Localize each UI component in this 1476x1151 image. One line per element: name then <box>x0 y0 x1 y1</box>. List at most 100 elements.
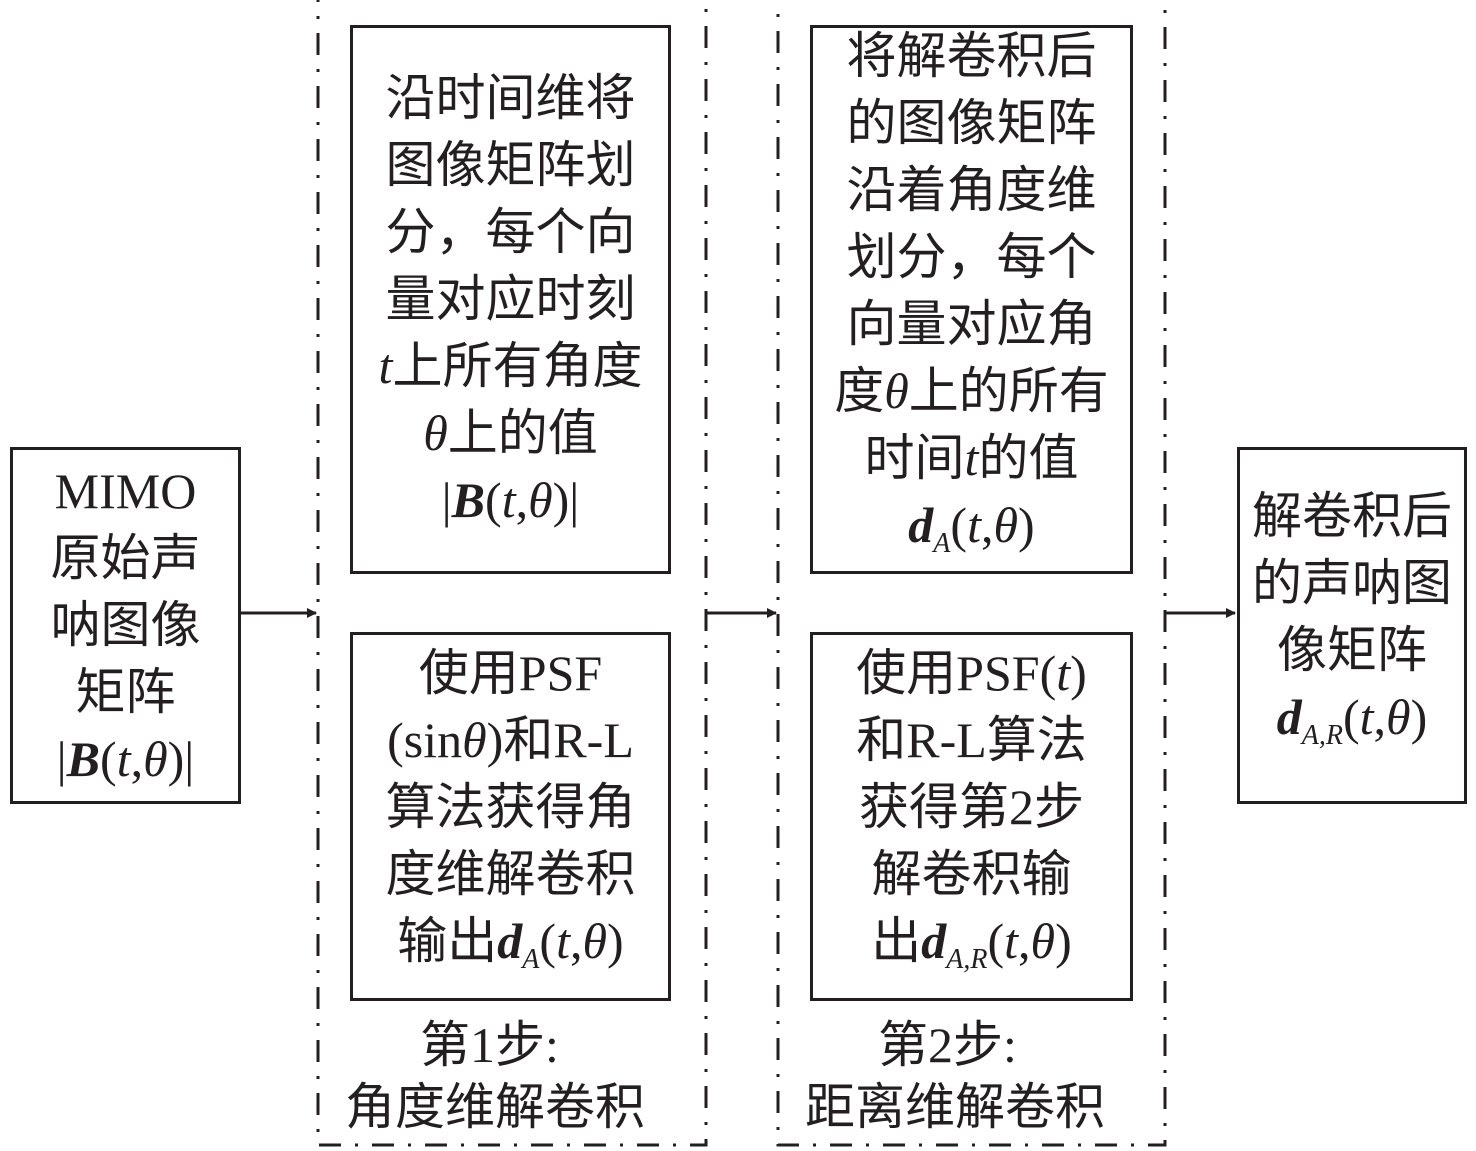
text-line: θ上的值 <box>423 400 598 467</box>
text-segment: | <box>56 731 67 787</box>
text-segment: ( <box>1342 688 1360 745</box>
text-segment: 的图像矩阵 <box>846 94 1097 151</box>
text-segment: 上所有角度 <box>392 338 643 394</box>
step2-caption-subtitle: 距离维解卷积 <box>805 1079 1105 1135</box>
text-segment: 划分，每个 <box>846 228 1097 285</box>
text-segment: ( <box>987 913 1005 969</box>
text-line: 像矩阵 <box>1277 617 1427 684</box>
text-segment: 解卷积输 <box>871 846 1072 902</box>
text-line: 图像矩阵划 <box>386 132 636 199</box>
text-line: 矩阵 <box>76 659 176 726</box>
text-segment: t <box>1359 688 1374 745</box>
text-line: 使用PSF <box>419 640 602 707</box>
text-segment: , <box>130 731 144 787</box>
text-line: 度维解卷积 <box>386 841 636 908</box>
text-segment: 沿时间维将 <box>385 70 636 126</box>
text-line: 和R-L算法 <box>856 707 1087 774</box>
text-line: 解卷积后 <box>1252 483 1452 550</box>
text-line: MIMO <box>55 458 197 525</box>
text-line: 出dA,R(t,θ) <box>871 908 1072 993</box>
text-segment: , <box>1018 913 1031 969</box>
text-line: 呐图像 <box>51 592 201 659</box>
text-segment: θ <box>528 472 553 528</box>
text-segment: 呐图像 <box>50 597 201 653</box>
text-segment: d <box>908 496 934 553</box>
text-segment: 使用PSF <box>418 645 603 701</box>
text-segment: , <box>980 496 994 553</box>
text-segment: θ <box>423 405 448 461</box>
step1-caption-subtitle: 角度维解卷积 <box>345 1079 645 1135</box>
text-segment: t <box>501 472 516 528</box>
text-line: 分，每个向 <box>386 199 636 266</box>
text-segment: 沿着角度维 <box>846 161 1097 218</box>
text-segment: 原始声 <box>50 530 201 586</box>
text-line: 划分，每个 <box>847 224 1097 291</box>
text-segment: θ <box>884 362 909 419</box>
text-segment: B <box>66 731 101 787</box>
text-line: 解卷积输 <box>872 841 1072 908</box>
text-segment: 向量对应角 <box>846 295 1097 352</box>
text-segment: 算法获得角 <box>385 779 636 835</box>
text-line: dA,R(t,θ) <box>1277 684 1428 769</box>
text-segment: 时间 <box>864 429 965 486</box>
text-segment: t <box>1004 913 1019 969</box>
text-line: dA(t,θ) <box>908 492 1034 577</box>
text-segment: (sin <box>387 712 463 768</box>
text-segment: 度维解卷积 <box>385 846 636 902</box>
text-segment: 上的值 <box>447 405 598 461</box>
text-segment: ( <box>100 731 117 787</box>
text-segment: t <box>967 496 981 553</box>
text-segment: θ <box>993 496 1019 553</box>
text-segment: 的声呐图 <box>1252 554 1452 611</box>
text-segment: t <box>964 429 979 486</box>
text-segment: θ <box>582 913 608 969</box>
text-segment: 获得第2步 <box>859 779 1084 835</box>
text-segment: t <box>1056 645 1071 701</box>
step2-caption-title: 第2步: <box>878 1017 1017 1073</box>
text-segment: 像矩阵 <box>1277 621 1427 678</box>
text-segment: 出 <box>871 913 922 969</box>
output-box: 解卷积后的声呐图像矩阵 dA,R(t,θ) <box>1237 447 1467 804</box>
text-line: |B(t,θ)| <box>57 726 195 793</box>
step1-group-border <box>316 0 708 1147</box>
text-segment: 矩阵 <box>75 664 176 720</box>
text-line: 算法获得角 <box>386 774 636 841</box>
text-segment: 输出 <box>397 913 498 969</box>
text-line: 沿着角度维 <box>847 157 1097 224</box>
subscript: A <box>522 944 540 975</box>
text-line: 获得第2步 <box>859 774 1084 841</box>
text-segment: 上的所有 <box>908 362 1109 419</box>
subscript: A <box>933 527 951 559</box>
text-segment: θ <box>1030 913 1056 969</box>
text-segment: θ <box>1386 688 1411 745</box>
text-line: t上所有角度 <box>379 333 643 400</box>
text-segment: | <box>441 472 452 528</box>
text-segment: ) <box>1070 645 1087 701</box>
text-segment: , <box>569 913 583 969</box>
text-segment: 和R-L算法 <box>856 712 1087 768</box>
text-line: 向量对应角 <box>847 291 1097 358</box>
text-segment: 图像矩阵划 <box>385 137 636 193</box>
text-segment: ) <box>1410 688 1428 745</box>
text-segment: , <box>515 472 529 528</box>
text-segment: 解卷积后 <box>1252 487 1452 544</box>
text-segment: θ <box>143 731 168 787</box>
text-segment: t <box>378 338 393 394</box>
text-line: 原始声 <box>51 525 201 592</box>
text-segment: 分，每个向 <box>385 204 636 260</box>
text-segment: )| <box>167 731 195 787</box>
subscript: A,R <box>1301 719 1343 751</box>
text-line: 的声呐图 <box>1252 550 1452 617</box>
text-segment: , <box>1373 688 1387 745</box>
subscript: A,R <box>946 944 988 975</box>
text-line: 沿时间维将 <box>386 65 636 132</box>
text-line: 时间t的值 <box>865 425 1079 492</box>
text-segment: ) <box>607 913 624 969</box>
text-segment: θ <box>462 712 487 768</box>
text-segment: )| <box>552 472 580 528</box>
text-segment: ) <box>1018 496 1035 553</box>
text-segment: ( <box>539 913 557 969</box>
